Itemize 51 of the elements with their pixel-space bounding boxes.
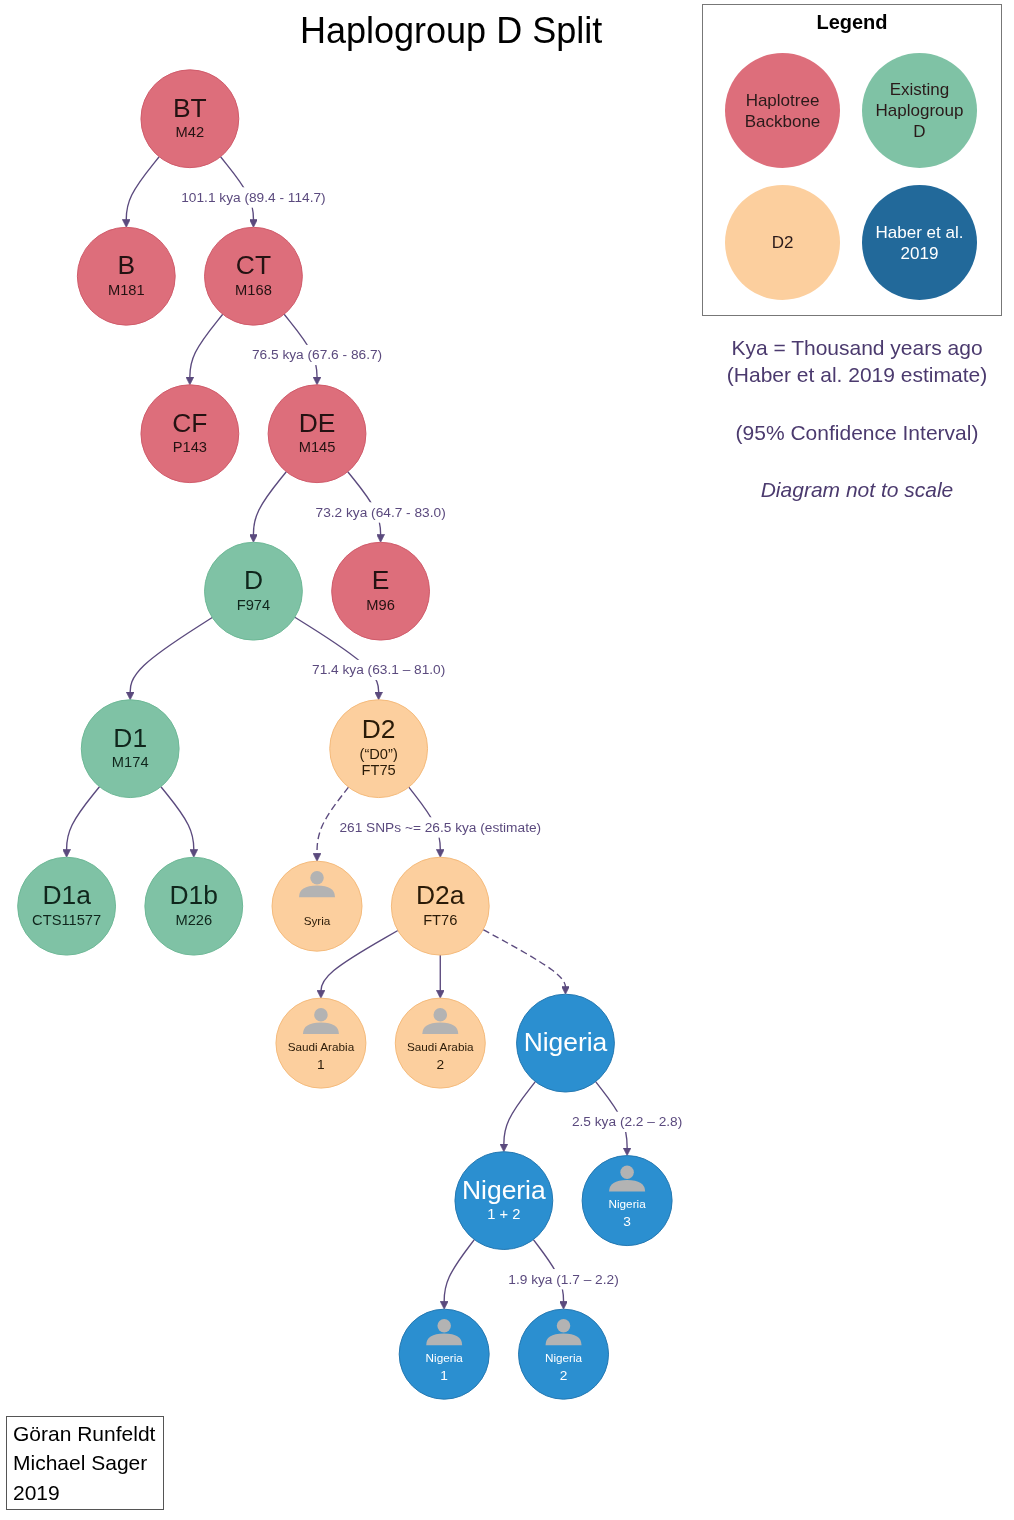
edge-label: 76.5 kya (67.6 - 86.7) <box>251 346 383 363</box>
note-text: Kya = Thousand years ago (Haber et al. 2019 estimate) <box>725 335 989 389</box>
legend-label: Existing Haplogroup D <box>874 78 965 143</box>
arrow <box>482 928 570 995</box>
edge-label: 71.4 kya (63.1 – 81.0) <box>312 661 446 678</box>
edge-label: 2.5 kya (2.2 – 2.8) <box>571 1113 683 1130</box>
edge-label: 1.9 kya (1.7 – 2.2) <box>508 1271 619 1287</box>
node-circle: D1b M226 <box>144 856 244 956</box>
node-circle: D2a FT76 <box>390 856 490 956</box>
credit-text: 2019 <box>13 1479 61 1506</box>
edge-label: 101.1 kya (89.4 - 114.7) <box>181 189 326 205</box>
node-circle: D1 M174 <box>80 699 180 799</box>
node-circle: D1a CTS11577 <box>17 856 116 956</box>
node-circle: CF P143 <box>140 384 240 484</box>
arrow <box>160 786 199 858</box>
node-circle: Nigeria 1 <box>398 1308 490 1400</box>
node-circle: DE M145 <box>267 384 367 484</box>
node-circle: D2 (“D0”) FT75 <box>329 699 429 799</box>
legend-label: Haber et al. 2019 <box>874 221 965 264</box>
note-text: Diagram not to scale <box>759 476 955 503</box>
credit-text: Michael Sager <box>13 1450 149 1477</box>
credit-text: Göran Runfeldt <box>13 1421 156 1447</box>
legend-label: Haplotree Backbone <box>743 89 822 132</box>
arrow <box>312 786 350 862</box>
node-circle: Saudi Arabia 2 <box>394 997 486 1089</box>
node-circle: B M181 <box>76 226 176 326</box>
arrow <box>62 786 101 858</box>
node-circle: Saudi Arabia 1 <box>275 997 367 1089</box>
diagram-title: Haplogroup D Split <box>300 10 603 52</box>
node-circle: Nigeria <box>516 993 615 1093</box>
legend-label: D2 <box>770 231 795 254</box>
edge-label: 261 SNPs ~= 26.5 kya (estimate) <box>339 819 542 835</box>
arrow <box>125 616 213 701</box>
arrow <box>316 929 399 999</box>
node-circle: Syria <box>271 860 363 952</box>
arrow <box>439 1238 475 1310</box>
arrow <box>435 954 445 999</box>
node-circle: Nigeria 2 <box>518 1308 609 1400</box>
node-circle: Nigeria 3 <box>581 1155 673 1247</box>
arrow <box>499 1080 537 1153</box>
node-circle: CT M168 <box>204 226 303 326</box>
arrow <box>249 471 287 543</box>
node-circle: BT M42 <box>140 69 240 169</box>
edge-label: 73.2 kya (64.7 - 83.0) <box>315 504 446 520</box>
note-text: (95% Confidence Interval) <box>734 419 980 446</box>
arrow <box>185 313 224 386</box>
node-circle: Nigeria 1 + 2 <box>454 1151 554 1250</box>
node-circle: D F974 <box>204 541 303 641</box>
legend-title: Legend <box>815 11 889 34</box>
node-circle: E M96 <box>331 541 430 641</box>
arrow <box>122 156 160 228</box>
